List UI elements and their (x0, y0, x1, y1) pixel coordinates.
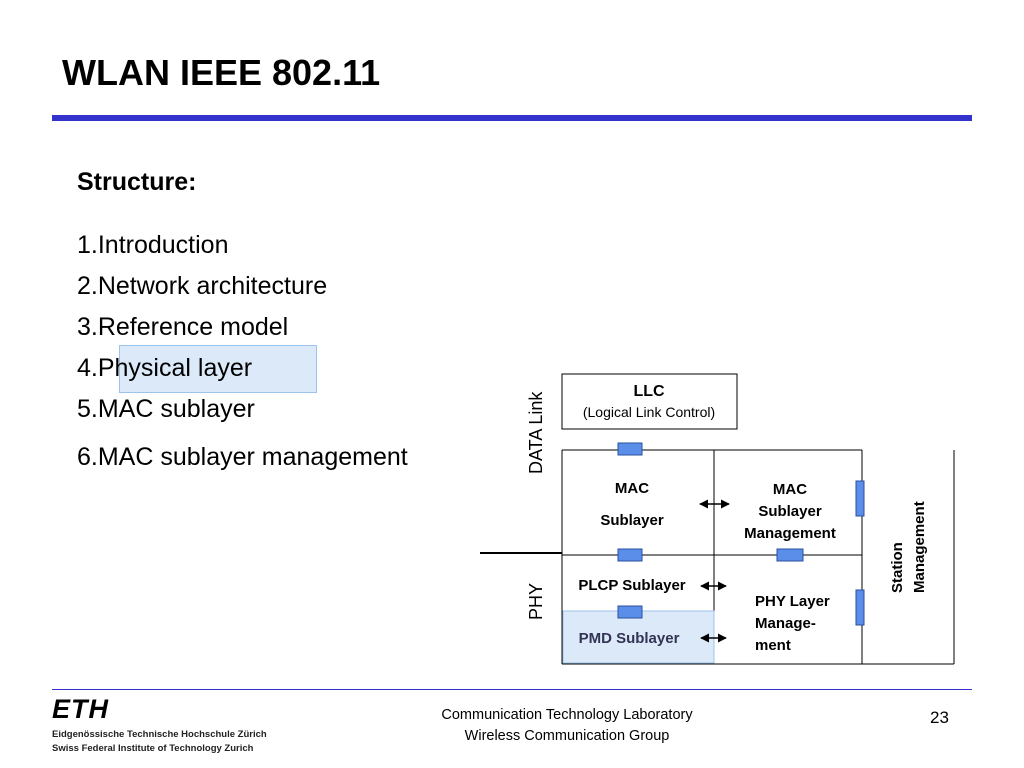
station-mgmt-line2: Management (911, 501, 928, 593)
station-mgmt-line1: Station (889, 542, 906, 593)
outline-item: 2.Network architecture (77, 272, 328, 300)
sap-station-phy-mgmt (855, 589, 865, 626)
data-link-label: DATA Link (526, 391, 546, 474)
mac-sublayer-line1: MAC (615, 480, 649, 497)
sap-plcp-pmd (617, 605, 643, 619)
llc-box (561, 373, 738, 430)
outline-item: 3.Reference model (77, 313, 289, 341)
llc-title: LLC (633, 383, 665, 400)
phy-mgmt-line3: ment (755, 637, 791, 654)
phy-mgmt-line2: Manage- (755, 615, 816, 632)
footer-lab: Communication Technology Laboratory (441, 707, 693, 723)
outline-item: 6.MAC sublayer management (77, 443, 408, 471)
layer-grid (561, 449, 955, 665)
footer-group: Wireless Communication Group (464, 728, 670, 744)
mac-mgmt-line3: Management (744, 525, 836, 542)
eth-name-de: Eidgenössische Technische Hochschule Zür… (52, 729, 267, 740)
phy-label: PHY (526, 583, 546, 620)
section-heading: Structure: (77, 168, 197, 196)
page-number: 23 (930, 708, 949, 727)
outline-item: 5.MAC sublayer (77, 395, 255, 423)
highlight-box (119, 345, 317, 393)
slide-title: WLAN IEEE 802.11 (62, 52, 381, 93)
title-divider (52, 115, 972, 121)
sap-llc-mac (617, 442, 643, 456)
llc-subtitle: (Logical Link Control) (583, 404, 715, 420)
mac-mgmt-line1: MAC (773, 481, 807, 498)
sap-mac-plcp (617, 548, 643, 562)
footer-divider (52, 689, 972, 690)
outline-item: 1.Introduction (77, 231, 229, 259)
eth-logo: ETH Eidgenössische Technische Hochschule… (52, 694, 267, 754)
plcp-sublayer-label: PLCP Sublayer (578, 577, 685, 594)
mac-sublayer-line2: Sublayer (600, 512, 664, 529)
sap-station-mac-mgmt (855, 480, 865, 517)
sap-mac-phy-mgmt (776, 548, 804, 562)
phy-mgmt-line1: PHY Layer (755, 593, 830, 610)
pmd-sublayer-label: PMD Sublayer (579, 630, 680, 647)
eth-name-en: Swiss Federal Institute of Technology Zu… (52, 743, 254, 754)
outline-item-highlighted: 4.Physical layer (77, 354, 253, 382)
mac-mgmt-line2: Sublayer (758, 503, 822, 520)
eth-logo-mark: ETH (52, 694, 109, 724)
